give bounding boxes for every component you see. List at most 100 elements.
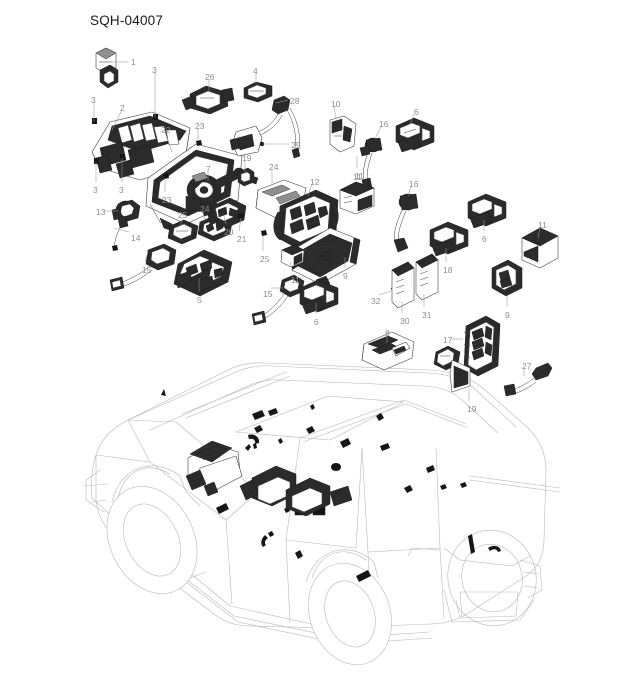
callout-number-11: 11 [355,171,364,181]
part-15-jumper-harness-left [109,243,177,292]
part-30-rear-door-panel-left [391,261,415,309]
callout-number-22: 22 [161,125,171,135]
vehicle-mounted-control-module [239,465,297,507]
callout-leader-6 [409,113,415,125]
part-9-bcm-right [491,259,523,297]
vehicle-mounted-fuse-box [185,440,243,497]
callout-number-1: 1 [131,57,136,67]
part-25-switch-a [167,219,199,245]
callout-number-21: 21 [237,234,247,244]
callout-number-7: 7 [206,164,211,174]
part-27-antenna-cable [503,362,553,397]
callout-leader-11 [289,261,294,273]
callout-leader-21 [238,217,242,232]
callout-number-9: 9 [343,271,348,281]
callout-number-12: 12 [310,177,320,187]
part-17-relay-block [463,315,501,377]
callout-number-15: 15 [263,289,273,299]
callout-number-18: 18 [443,265,453,275]
part-23-pin-upper [196,140,202,146]
callout-number-19: 19 [467,404,477,414]
callout-number-4: 4 [253,66,258,76]
callout-number-10: 10 [331,99,341,109]
part-26-roof-lamp-switch [181,85,235,115]
exploded-parts-group [91,47,559,397]
callout-number-28: 28 [290,96,300,106]
callout-number-5: 5 [197,295,202,305]
callout-leader-10 [333,105,337,119]
callout-number-23: 23 [195,121,205,131]
part-16-sensor-upper [359,137,383,191]
part-31-rear-door-panel-right [415,253,439,301]
part-13-ignition-lock [111,199,141,251]
part-5-driver-door-switch-pack [173,249,233,297]
callout-number-24: 24 [269,162,279,172]
callout-number-27: 27 [522,361,532,371]
part-16-sensor-lower [393,193,419,253]
part-28-handbrake-lever [229,95,301,159]
part-11-control-box-b [280,244,305,268]
callout-number-17: 17 [443,335,453,345]
callout-number-25: 25 [178,210,188,220]
part-6-window-switch-c [467,193,507,229]
callout-number-15: 15 [142,265,152,275]
callout-number-3: 3 [119,185,124,195]
callout-leader-32 [378,290,392,296]
callout-number-3: 3 [91,95,96,105]
callout-leader-2 [111,109,123,131]
part-3-pin-a [92,118,97,124]
part-19-lighter-socket [433,345,471,393]
vehicle-illustration [83,362,561,666]
callout-number-11: 11 [353,172,362,182]
part-3-pin-c [94,158,99,164]
callout-number-30: 30 [400,316,410,326]
part-1-relay-module [95,47,119,89]
callout-leader-11 [537,226,541,239]
callout-leader-14 [114,227,130,233]
part-23-pin-lower [163,173,169,179]
callout-number-3: 3 [93,185,98,195]
callout-number-26: 26 [205,72,215,82]
part-6-window-switch-b [299,279,339,315]
callout-number-11: 11 [291,275,300,285]
part-3-pin-d [120,154,125,160]
part-21-locating-pin [238,213,244,219]
callout-leader-16 [407,185,412,197]
part-6-window-switch-a [395,117,435,153]
part-25-pin [261,230,267,236]
callout-number-16: 16 [409,179,419,189]
part-2-engine-fuse-box [91,111,191,181]
callout-number-31: 31 [422,310,432,320]
callout-number-19: 19 [242,153,252,163]
callout-number-11: 11 [538,220,547,230]
callout-leader-20 [223,215,227,225]
callout-number-6: 6 [482,234,487,244]
part-20-switch-module [207,197,247,229]
part-18-rear-window-switch [429,221,469,257]
callout-number-9: 9 [505,310,510,320]
page-title: SQH-04007 [90,13,164,28]
callout-number-14: 14 [131,233,141,243]
callout-number-29: 29 [291,140,301,150]
part-8-seat-switch-panel [361,331,415,371]
callout-leader-28 [275,99,289,104]
callout-number-32: 32 [371,296,381,306]
callout-number-24: 24 [200,204,210,214]
callout-number-13: 13 [96,207,106,217]
callout-number-6: 6 [414,107,419,117]
callout-leader-16 [374,125,382,140]
callout-leader-15 [144,251,149,263]
callout-leader-lines [93,61,541,401]
callout-leader-12 [307,183,313,197]
callout-number-20: 20 [224,227,234,237]
callout-number-23: 23 [162,195,172,205]
callout-number-16: 16 [379,119,389,129]
part-10-bracket [329,115,357,153]
part-3-pin-b [153,114,158,120]
callout-number-6: 6 [314,317,319,327]
callout-number-8: 8 [385,328,390,338]
part-11-control-box-a [339,181,375,215]
vehicle-mounted-bracket [285,477,353,517]
callout-number-25: 25 [260,254,270,264]
